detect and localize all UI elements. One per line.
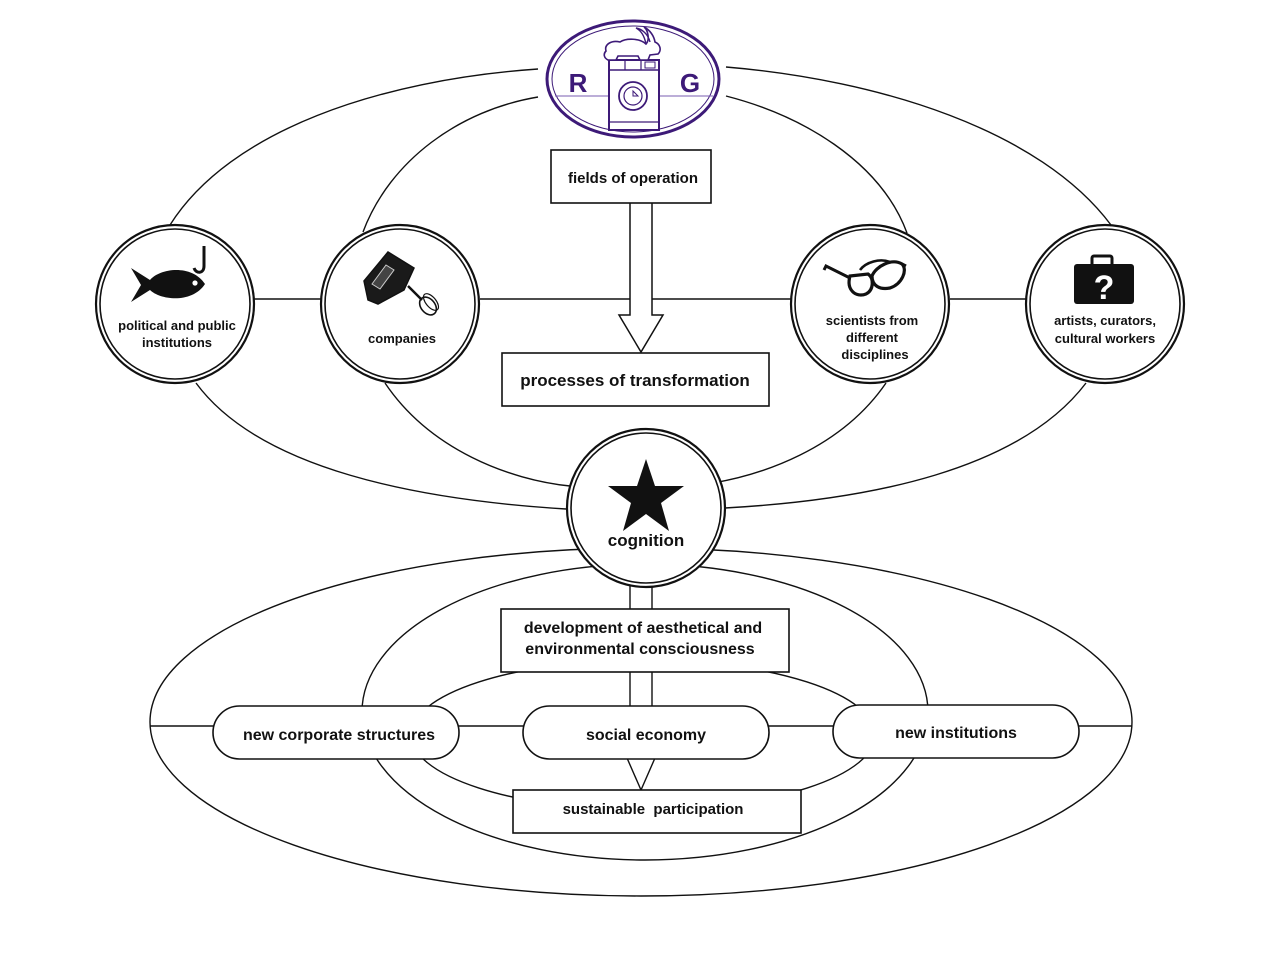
actor-label-line: different — [846, 330, 899, 345]
star-icon — [608, 459, 684, 531]
down-arrow-icon — [617, 203, 665, 354]
actor-companies[interactable]: companies — [319, 223, 481, 385]
processes-of-transformation-label: processes of transformation — [520, 371, 750, 390]
sustainable-participation-label: sustainable participation — [563, 801, 744, 818]
fish-on-hook-icon — [131, 246, 206, 302]
connector-political-cognition — [195, 382, 567, 510]
consciousness-box[interactable] — [500, 608, 790, 673]
actor-label-line: companies — [368, 331, 436, 346]
outcome-label: new institutions — [895, 725, 1017, 742]
connector-logo-artists — [725, 66, 1112, 226]
connector-logo-scientists — [725, 95, 908, 234]
actor-political-institutions[interactable]: political and public institutions — [94, 223, 256, 385]
consciousness-label-line: development of aesthetical and — [524, 620, 762, 637]
outcome-label: social economy — [586, 727, 706, 744]
bottom-flow: development of aesthetical and environme… — [212, 608, 1080, 834]
connector-logo-companies — [362, 96, 539, 233]
down-arrow-head-icon — [625, 757, 657, 792]
processes-of-transformation-box[interactable] — [501, 352, 770, 407]
actor-label-line: political and public — [118, 318, 236, 333]
actor-label-line: institutions — [142, 335, 212, 350]
outcome-label: new corporate structures — [243, 727, 435, 744]
rg-logo: R G — [545, 19, 721, 139]
logo-letter-left: R — [569, 68, 588, 98]
logo-letter-right: G — [680, 68, 700, 98]
actor-label-line: artists, curators, — [1054, 313, 1156, 328]
fields-of-operation-box[interactable] — [550, 149, 712, 204]
outcome-new-corporate-structures[interactable] — [212, 705, 460, 760]
eyeglasses-icon — [822, 259, 907, 297]
connector-logo-political — [169, 68, 539, 226]
cognition-node[interactable]: cognition — [565, 427, 727, 610]
actor-artists[interactable]: ? artists, curators, cultural workers — [1024, 223, 1186, 385]
briefcase-question-icon: ? — [1074, 254, 1134, 307]
actor-scientists[interactable]: scientists from different disciplines — [789, 223, 951, 385]
connector-companies-cognition — [384, 382, 571, 487]
outcome-social-economy[interactable] — [522, 705, 770, 760]
question-mark-glyph: ? — [1094, 269, 1115, 307]
hand-mixer-icon — [363, 251, 440, 316]
consciousness-label-line: environmental consciousness — [525, 641, 755, 658]
sustainable-participation-box[interactable] — [512, 789, 802, 834]
top-flow: fields of operation processes of transfo… — [501, 149, 770, 407]
outcome-new-institutions[interactable] — [832, 704, 1080, 759]
connector-artists-cognition — [724, 382, 1087, 509]
fields-of-operation-label: fields of operation — [568, 170, 698, 187]
actor-label-line: cultural workers — [1055, 331, 1155, 346]
cognition-label: cognition — [608, 531, 684, 550]
actor-label-line: scientists from — [826, 313, 918, 328]
connector-scientists-cognition — [712, 382, 887, 484]
actor-label-line: disciplines — [841, 347, 908, 362]
rabbit-on-washing-machine-icon — [603, 26, 661, 131]
